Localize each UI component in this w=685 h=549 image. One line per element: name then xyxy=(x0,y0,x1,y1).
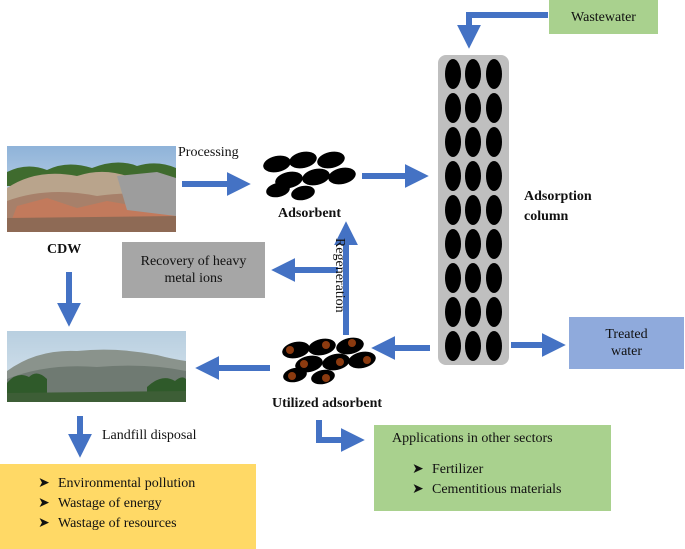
column-pellet xyxy=(486,195,502,225)
recovery-box: Recovery of heavy metal ions xyxy=(122,242,265,298)
wastewater-label: Wastewater xyxy=(571,9,636,25)
effect-item: ➤Wastage of energy xyxy=(38,494,195,514)
recovery-label: Recovery of heavy metal ions xyxy=(140,254,247,286)
treated-water-label: Treated water xyxy=(605,327,648,359)
column-pellet xyxy=(465,127,481,157)
column-pellet xyxy=(486,161,502,191)
chevron-right-icon: ➤ xyxy=(412,482,424,497)
column-pellet xyxy=(465,195,481,225)
arrow-to-applications xyxy=(316,420,365,452)
arrow-wastewater-to-column xyxy=(457,12,548,49)
column-pellet xyxy=(445,59,461,89)
column-pellet xyxy=(465,93,481,123)
adsorbent-label: Adsorbent xyxy=(278,206,342,221)
column-pellet xyxy=(486,229,502,259)
column-pellet xyxy=(445,297,461,327)
applications-box: Applications in other sectors ➤Fertilize… xyxy=(374,425,611,511)
applications-list: ➤Fertilizer ➤Cementitious materials xyxy=(412,460,561,500)
effect-item: ➤Environmental pollution xyxy=(38,474,195,494)
column-pellet xyxy=(486,93,502,123)
column-pellet xyxy=(486,263,502,293)
cdw-photo xyxy=(7,146,176,232)
column-pellet xyxy=(465,59,481,89)
landfill-effects-box: ➤Environmental pollution ➤Wastage of ene… xyxy=(0,464,256,549)
chevron-right-icon: ➤ xyxy=(38,496,50,511)
column-pellet xyxy=(445,127,461,157)
column-pellet xyxy=(486,331,502,361)
chevron-right-icon: ➤ xyxy=(412,462,424,477)
cdw-label: CDW xyxy=(47,242,82,257)
applications-title: Applications in other sectors xyxy=(392,431,553,446)
column-pellet xyxy=(445,229,461,259)
column-pellet xyxy=(445,195,461,225)
column-pellet xyxy=(445,263,461,293)
chevron-right-icon: ➤ xyxy=(38,476,50,491)
treated-water-box: Treated water xyxy=(569,317,684,369)
column-pellet xyxy=(445,161,461,191)
application-item: ➤Fertilizer xyxy=(412,460,561,480)
landfill-effects-list: ➤Environmental pollution ➤Wastage of ene… xyxy=(38,474,195,534)
effect-item: ➤Wastage of resources xyxy=(38,514,195,534)
application-item: ➤Cementitious materials xyxy=(412,480,561,500)
wastewater-box: Wastewater xyxy=(549,0,658,34)
column-pellet xyxy=(445,331,461,361)
column-pellet xyxy=(465,229,481,259)
adsorption-column-label: Adsorption column xyxy=(524,189,592,224)
column-pellet xyxy=(465,161,481,191)
column-pellet xyxy=(465,297,481,327)
regeneration-label: Regeneration xyxy=(332,238,347,313)
landfill-photo xyxy=(7,331,186,402)
column-pellet xyxy=(445,93,461,123)
landfill-disposal-label: Landfill disposal xyxy=(102,428,197,443)
chevron-right-icon: ➤ xyxy=(38,516,50,531)
column-pellet xyxy=(465,331,481,361)
processing-label: Processing xyxy=(178,145,239,160)
column-pellet xyxy=(486,59,502,89)
column-pellet xyxy=(465,263,481,293)
utilized-adsorbent-label: Utilized adsorbent xyxy=(272,396,383,411)
column-pellet xyxy=(486,127,502,157)
column-pellet xyxy=(486,297,502,327)
